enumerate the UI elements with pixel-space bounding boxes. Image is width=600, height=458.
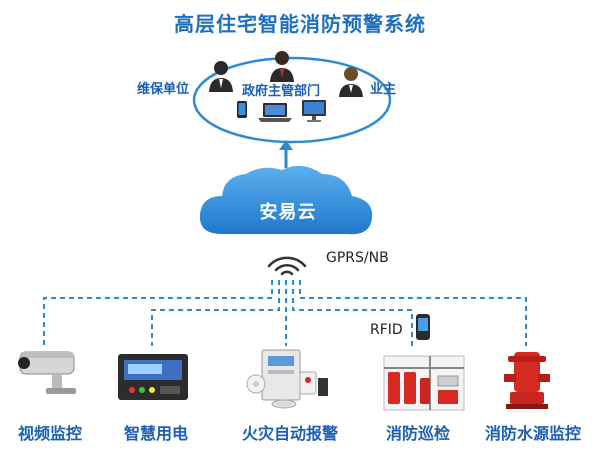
network-label: GPRS/NB (326, 250, 389, 266)
device-label-electricity: 智慧用电 (123, 424, 188, 443)
camera-icon (18, 351, 76, 394)
role-label-owner: 业主 (370, 82, 397, 97)
monitor-icon (302, 100, 326, 122)
device-label-patrol: 消防巡检 (385, 424, 450, 443)
device-label-video: 视频监控 (17, 424, 82, 443)
laptop-icon (258, 103, 292, 122)
cloud-shape (199, 165, 373, 235)
device-label-fire-alarm: 火灾自动报警 (241, 424, 338, 443)
rfid-reader-icon (416, 314, 430, 340)
rfid-label: RFID (370, 322, 403, 338)
users-ellipse (192, 56, 392, 144)
dashed-connections (43, 280, 527, 346)
person-icon-maintenance (209, 61, 233, 92)
fire-alarm-icon (246, 349, 328, 409)
water-pump-icon (504, 352, 550, 409)
phone-icon (237, 101, 247, 118)
role-label-maintenance: 维保单位 (137, 82, 190, 97)
meter-icon (118, 354, 188, 400)
wifi-signal-icon (267, 256, 307, 276)
up-arrow-head (279, 140, 293, 150)
pump-room-icon (383, 355, 465, 411)
person-icon-government (270, 51, 294, 82)
person-icon-owner (339, 67, 363, 97)
cloud-label: 安易云 (259, 202, 317, 223)
role-label-government: 政府主管部门 (242, 84, 321, 99)
page-title: 高层住宅智能消防预警系统 (174, 12, 426, 36)
device-label-water: 消防水源监控 (484, 424, 581, 443)
